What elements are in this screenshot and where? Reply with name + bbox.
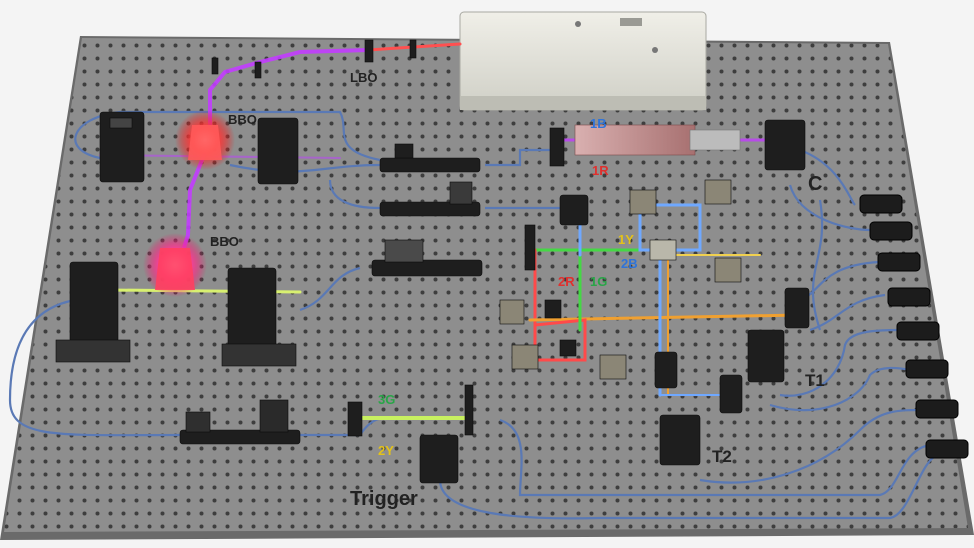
label-1B: 1B (590, 116, 607, 131)
component-labels: LBO BBO BBO C T1 T2 Trigger 1B 1R 1Y 2B … (210, 70, 825, 510)
label-bbo-middle: BBO (210, 234, 239, 249)
label-1Y: 1Y (618, 232, 634, 247)
label-3G: 3G (378, 392, 395, 407)
label-2R: 2R (558, 274, 575, 289)
label-1R: 1R (592, 163, 609, 178)
laser-beams (99, 42, 802, 420)
label-lbo: LBO (350, 70, 377, 85)
laser-source-box (459, 11, 707, 111)
label-c: C (808, 173, 822, 195)
label-2Y: 2Y (378, 443, 394, 458)
label-trigger: Trigger (350, 488, 418, 510)
label-1G: 1G (590, 274, 607, 289)
optical-mounts (55, 39, 810, 484)
label-2B: 2B (621, 256, 638, 271)
label-bbo-top: BBO (228, 112, 257, 127)
detectors (859, 194, 969, 459)
bbo-crystal-glow-top (175, 110, 235, 170)
label-t1: T1 (805, 371, 825, 390)
bbo-crystal-glow-middle (143, 233, 207, 297)
label-t2: T2 (712, 447, 732, 466)
